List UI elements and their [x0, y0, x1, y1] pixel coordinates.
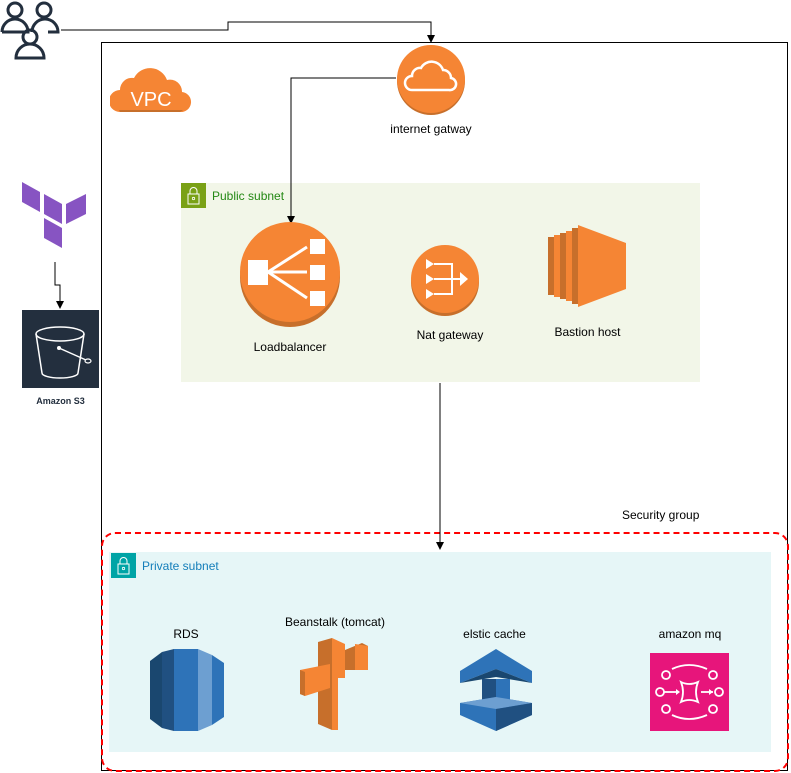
rds-label: RDS: [173, 627, 199, 641]
security-group-container: [101, 532, 789, 772]
s3-label: Amazon S3: [36, 396, 85, 406]
bastion-host-label: Bastion host: [554, 325, 621, 339]
vpc-label: VPC: [130, 89, 171, 111]
beanstalk-icon: [300, 638, 368, 730]
internet-gateway-icon: [397, 45, 465, 115]
load-balancer-icon: [240, 222, 340, 327]
beanstalk-label: Beanstalk (tomcat): [284, 615, 386, 629]
nat-gateway-icon: [411, 245, 479, 316]
public-subnet-lock-icon: [181, 183, 206, 208]
elasticache-label: elstic cache: [463, 627, 526, 641]
elasticache-icon: [460, 649, 532, 731]
ec2-instance-icon: [548, 225, 626, 307]
amazon-mq-icon: [650, 653, 729, 731]
s3-bucket-icon: [22, 310, 99, 388]
private-subnet-label: Private subnet: [142, 559, 219, 573]
public-subnet-label: Public subnet: [212, 189, 285, 203]
connector-terraform-to-s3: [54, 262, 64, 309]
amazon-mq-label: amazon mq: [658, 627, 722, 641]
vpc-icon: VPC: [110, 68, 191, 113]
rds-icon: [150, 649, 224, 731]
nat-gateway-label: Nat gateway: [416, 328, 484, 342]
security-group-label: Security group: [622, 508, 700, 522]
internet-gateway-label: internet gatway: [390, 122, 472, 136]
loadbalancer-label: Loadbalancer: [253, 340, 327, 354]
users-icon: [0, 1, 60, 60]
connector-users-to-igw: [61, 21, 435, 43]
terraform-icon: [22, 182, 86, 248]
private-subnet-lock-icon: [111, 553, 136, 578]
